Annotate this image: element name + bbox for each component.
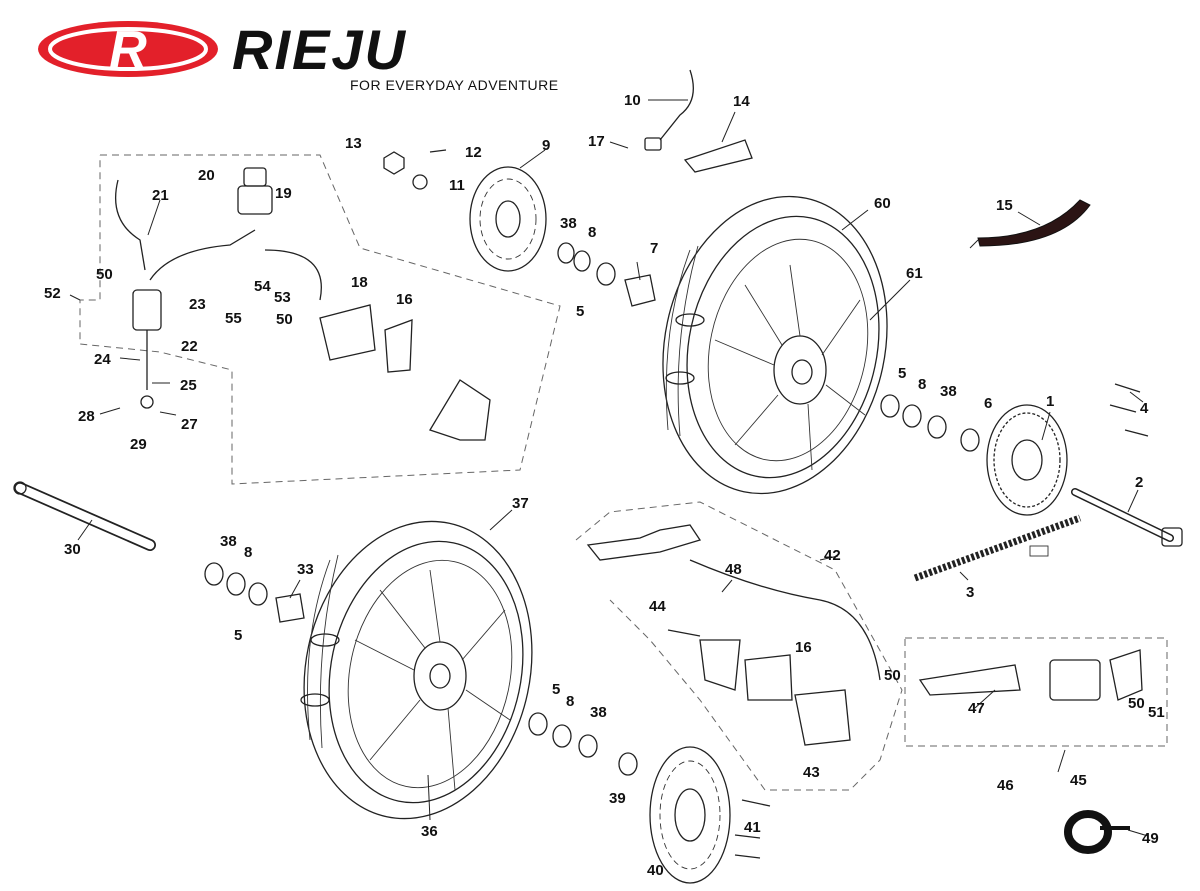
callout-label: 33 bbox=[297, 561, 314, 578]
callout-label: 9 bbox=[542, 137, 550, 154]
callout-label: 22 bbox=[181, 338, 198, 355]
front-brake-lever-assembly bbox=[586, 524, 881, 681]
rear-brake-disc bbox=[469, 166, 547, 272]
handlebar-master-cylinder-assembly bbox=[918, 649, 1143, 701]
callout-label: 38 bbox=[590, 704, 607, 721]
callout-label: 36 bbox=[421, 823, 438, 840]
brand-name: RIEJU bbox=[232, 18, 407, 81]
callout-label: 21 bbox=[152, 187, 169, 204]
speed-sensor-assembly bbox=[644, 69, 753, 173]
callout-label: 39 bbox=[609, 790, 626, 807]
front-brake-caliper bbox=[699, 639, 851, 746]
callout-label: 16 bbox=[396, 291, 413, 308]
callout-label: 18 bbox=[351, 274, 368, 291]
brand-logo-letter: R bbox=[109, 21, 147, 79]
rear-brake-caliper bbox=[319, 304, 491, 441]
callout-label: 11 bbox=[449, 177, 465, 194]
callout-label: 50 bbox=[884, 667, 901, 684]
callout-label: 38 bbox=[560, 215, 577, 232]
callout-label: 23 bbox=[189, 296, 206, 313]
callout-label: 38 bbox=[220, 533, 237, 550]
callout-label: 54 bbox=[254, 278, 271, 295]
callout-label: 16 bbox=[795, 639, 812, 656]
callout-label: 4 bbox=[1140, 400, 1149, 417]
callout-label: 50 bbox=[96, 266, 113, 283]
callout-label: 30 bbox=[64, 541, 81, 558]
wheel-bearings-and-spacers bbox=[204, 242, 980, 776]
callout-label: 50 bbox=[276, 311, 293, 328]
rear-sprocket bbox=[986, 404, 1068, 516]
callout-label: 43 bbox=[803, 764, 820, 781]
callout-label: 5 bbox=[576, 303, 584, 320]
callout-label: 14 bbox=[733, 93, 750, 110]
callout-label: 55 bbox=[225, 310, 242, 327]
callout-label: 5 bbox=[898, 365, 906, 382]
leader-lines bbox=[69, 99, 1149, 837]
callout-label: 12 bbox=[465, 144, 482, 161]
brand-logo-mark bbox=[38, 21, 218, 77]
brand-tagline: FOR EVERYDAY ADVENTURE bbox=[350, 77, 559, 93]
callout-label: 61 bbox=[906, 265, 923, 282]
front-wheel bbox=[300, 520, 533, 820]
callout-label: 25 bbox=[180, 377, 197, 394]
callout-label: 7 bbox=[650, 240, 658, 257]
group-outline-handlebar-master-cylinder bbox=[904, 637, 1168, 747]
group-outline-front-brake-system bbox=[575, 501, 903, 791]
callout-label: 53 bbox=[274, 289, 291, 306]
rear-wheel bbox=[662, 195, 888, 495]
drive-chain bbox=[913, 514, 1082, 582]
callout-label: 47 bbox=[968, 700, 985, 717]
callout-labels: 1 2 3 4 5 5 5 5 6 7 8 8 8 8 9 10 11 12 1… bbox=[44, 92, 1165, 879]
callout-label: 6 bbox=[984, 395, 992, 412]
callout-label: 1 bbox=[1046, 393, 1054, 410]
callout-label: 51 bbox=[1148, 704, 1165, 721]
brake-guard-decal bbox=[977, 199, 1091, 247]
callout-label: 28 bbox=[78, 408, 95, 425]
callout-label: 17 bbox=[588, 133, 605, 150]
callout-label: 29 bbox=[130, 436, 147, 453]
callout-label: 49 bbox=[1142, 830, 1159, 847]
hardware-fasteners bbox=[383, 149, 1149, 859]
callout-label: 13 bbox=[345, 135, 362, 152]
callout-label: 50 bbox=[1128, 695, 1145, 712]
callout-label: 24 bbox=[94, 351, 111, 368]
brand-logo-ring bbox=[48, 27, 208, 71]
callout-label: 19 bbox=[275, 185, 292, 202]
callout-label: 15 bbox=[996, 197, 1013, 214]
callout-label: 8 bbox=[588, 224, 596, 241]
callout-label: 40 bbox=[647, 862, 664, 879]
callout-label: 44 bbox=[649, 598, 666, 615]
brand-header: R RIEJU FOR EVERYDAY ADVENTURE bbox=[38, 18, 559, 93]
callout-label: 42 bbox=[824, 547, 841, 564]
callout-label: 10 bbox=[624, 92, 641, 109]
callout-label: 8 bbox=[918, 376, 926, 393]
callout-label: 8 bbox=[566, 693, 574, 710]
callout-label: 60 bbox=[874, 195, 891, 212]
callout-label: 5 bbox=[552, 681, 560, 698]
front-axle bbox=[13, 481, 156, 551]
callout-label: 2 bbox=[1135, 474, 1143, 491]
callout-label: 20 bbox=[198, 167, 215, 184]
group-outline-rear-brake-system bbox=[79, 154, 561, 485]
callout-label: 45 bbox=[1070, 772, 1087, 789]
callout-label: 52 bbox=[44, 285, 61, 302]
hose-clamp bbox=[1064, 810, 1130, 854]
front-brake-disc bbox=[649, 746, 731, 884]
rear-axle bbox=[1071, 488, 1183, 547]
callout-label: 46 bbox=[997, 777, 1014, 794]
callout-label: 3 bbox=[966, 584, 974, 601]
callout-label: 8 bbox=[244, 544, 252, 561]
callout-label: 27 bbox=[181, 416, 198, 433]
callout-label: 41 bbox=[744, 819, 761, 836]
callout-label: 5 bbox=[234, 627, 242, 644]
callout-label: 48 bbox=[725, 561, 742, 578]
callout-label: 37 bbox=[512, 495, 529, 512]
callout-label: 38 bbox=[940, 383, 957, 400]
rear-brake-master-cylinder bbox=[114, 167, 322, 409]
